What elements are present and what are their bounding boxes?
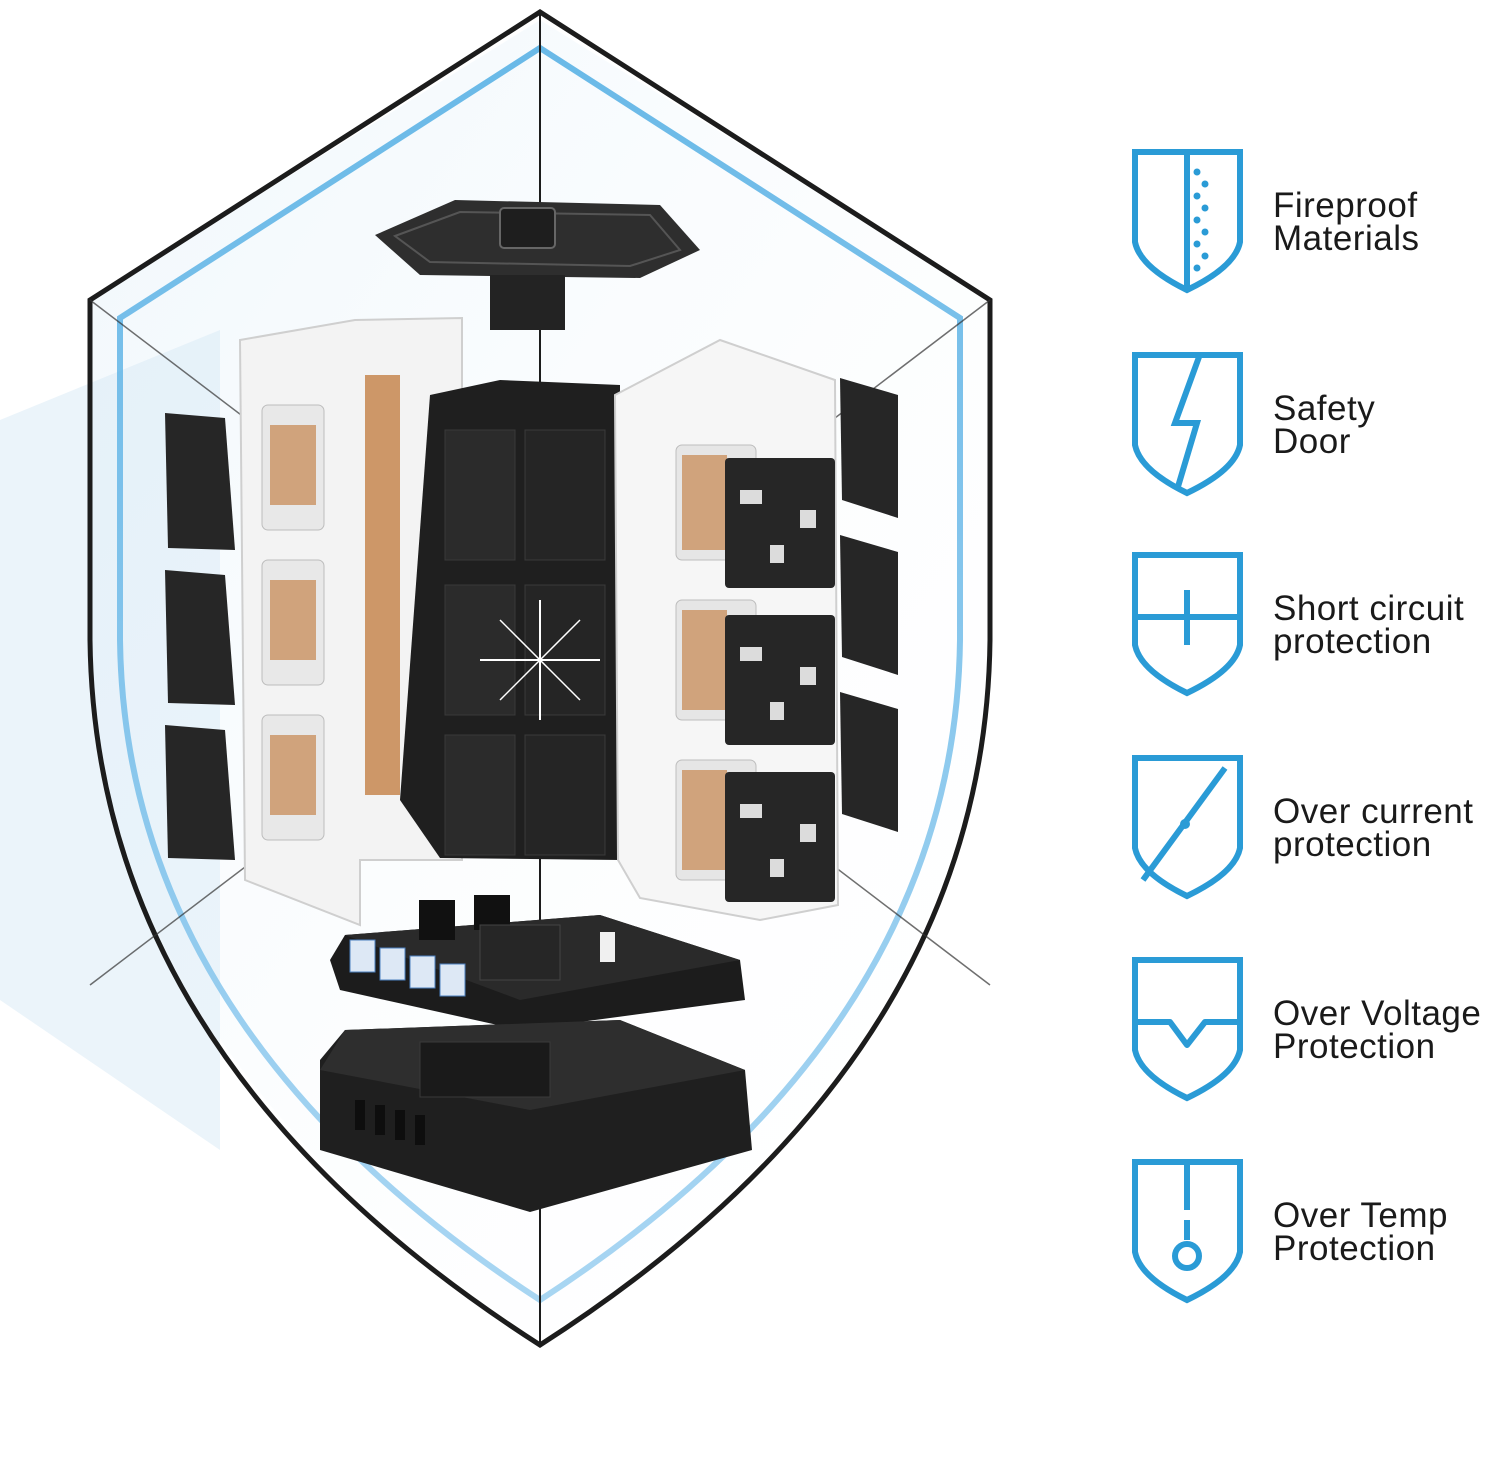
feature-line-1: Over Temp bbox=[1273, 1196, 1449, 1235]
feature-label: Short circuit protection bbox=[1273, 589, 1465, 661]
feature-safety-door: Safety Door bbox=[1125, 345, 1495, 505]
feature-line-1: Over Voltage bbox=[1273, 994, 1482, 1033]
device-base bbox=[320, 1020, 752, 1212]
feature-line-2: protection bbox=[1273, 622, 1432, 661]
feature-over-current: Over current protection bbox=[1125, 748, 1495, 908]
feature-over-temp: Over Temp Protection bbox=[1125, 1152, 1495, 1312]
feature-line-2: Door bbox=[1273, 422, 1351, 461]
feature-label: Fireproof Materials bbox=[1273, 186, 1420, 258]
feature-line-1: Over current bbox=[1273, 792, 1474, 831]
feature-fireproof: Fireproof Materials bbox=[1125, 142, 1495, 302]
feature-line-1: Safety bbox=[1273, 389, 1376, 428]
circuit-board bbox=[330, 895, 745, 1030]
left-faceplates bbox=[165, 413, 235, 860]
central-core bbox=[400, 380, 620, 860]
sparkle bbox=[480, 600, 600, 720]
shield-dotted-icon bbox=[1132, 149, 1243, 294]
feature-short-circuit: Short circuit protection bbox=[1125, 545, 1495, 705]
shield-wave-icon bbox=[1132, 957, 1243, 1102]
feature-line-1: Fireproof bbox=[1273, 186, 1418, 225]
feature-label: Over Temp Protection bbox=[1273, 1196, 1449, 1268]
power-switch-cap bbox=[375, 200, 700, 330]
shield-thermometer-icon bbox=[1132, 1159, 1243, 1304]
left-socket-housing bbox=[238, 316, 463, 927]
feature-label: Over current protection bbox=[1273, 792, 1474, 864]
shield-cross-icon bbox=[1132, 552, 1243, 697]
feature-line-2: protection bbox=[1273, 825, 1432, 864]
right-faceplates bbox=[725, 378, 898, 902]
shield-lightning-icon bbox=[1132, 352, 1243, 497]
feature-label: Safety Door bbox=[1273, 389, 1376, 461]
feature-over-voltage: Over Voltage Protection bbox=[1125, 950, 1495, 1110]
shield-slash-icon bbox=[1132, 755, 1243, 900]
feature-line-2: Materials bbox=[1273, 219, 1420, 258]
feature-label: Over Voltage Protection bbox=[1273, 994, 1482, 1066]
feature-line-2: Protection bbox=[1273, 1229, 1436, 1268]
feature-line-1: Short circuit bbox=[1273, 589, 1465, 628]
feature-line-2: Protection bbox=[1273, 1027, 1436, 1066]
